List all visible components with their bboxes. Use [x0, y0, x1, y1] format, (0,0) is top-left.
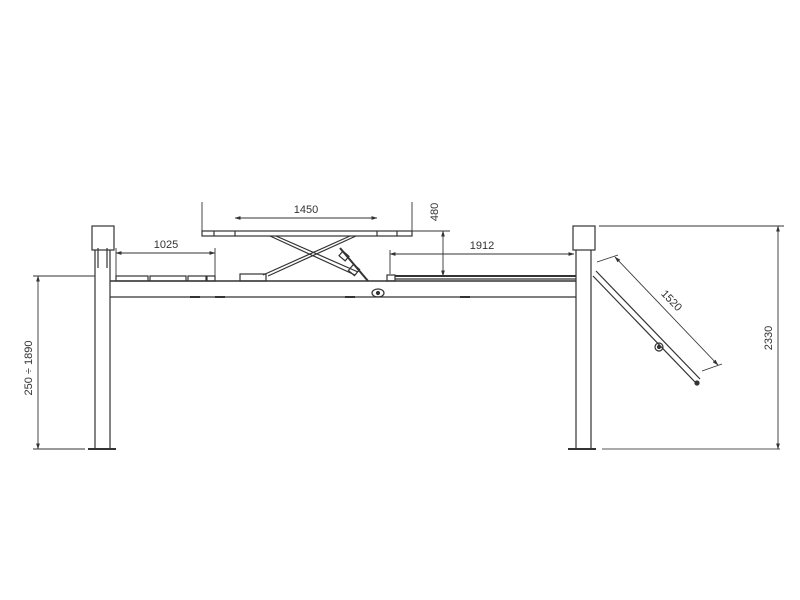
- dim-overall-height: 2330: [763, 326, 775, 350]
- dim-left-runway: 1025: [154, 239, 178, 251]
- drive-on-ramp: [592, 270, 701, 386]
- right-runway-plate: [386, 274, 576, 282]
- dim-ramp-length: 1520: [658, 288, 684, 314]
- left-runway-pads: [115, 273, 267, 282]
- left-post: [88, 225, 116, 450]
- dim-right-runway: 1912: [470, 240, 494, 252]
- dim-lift-range: 250 ÷ 1890: [23, 341, 35, 396]
- runway-beam: [110, 280, 576, 298]
- dim-jack-width: 1450: [294, 204, 318, 216]
- dim-jack-height: 480: [429, 203, 441, 221]
- scissor-jack: [201, 230, 413, 282]
- right-post: [568, 225, 780, 450]
